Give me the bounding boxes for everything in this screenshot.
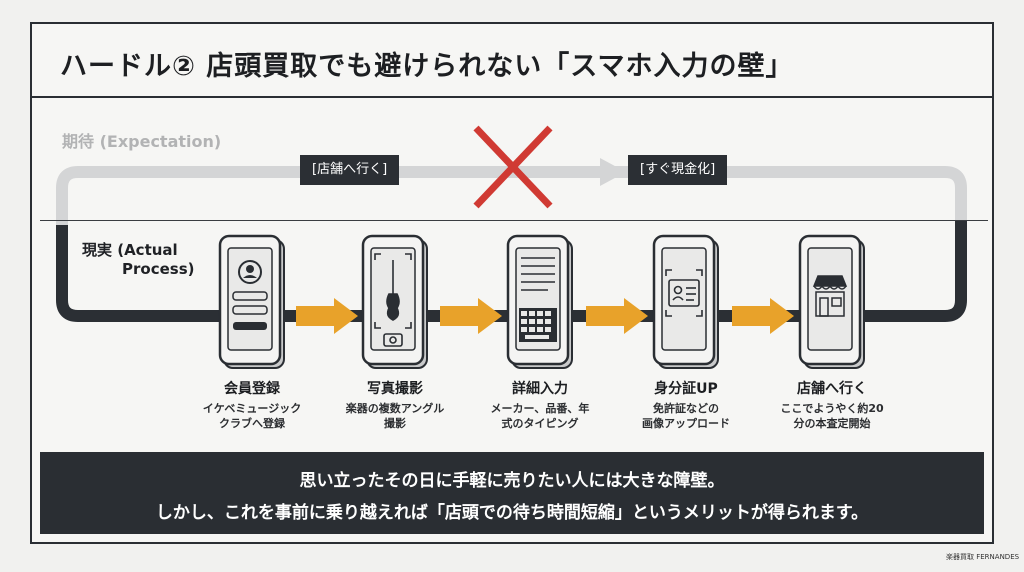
cross-icon (473, 125, 553, 209)
expectation-arrowhead (600, 158, 626, 186)
step-title: 詳細入力 (512, 381, 568, 397)
phone-id-upload (652, 234, 719, 369)
process-arrow (296, 298, 358, 334)
step-desc-line1: メーカー、品番、年 (490, 402, 590, 415)
step-desc-line2: 画像アップロード (642, 417, 730, 430)
process-arrow (440, 298, 502, 334)
profile-form-icon (232, 260, 268, 330)
step-title: 身分証UP (654, 381, 718, 397)
id-card-icon (665, 269, 703, 317)
reality-label: 現実 (Actual Process) (82, 241, 194, 279)
phone-register (218, 234, 285, 369)
step-desc-line2: クラブへ登録 (219, 417, 285, 430)
phone-store (798, 234, 865, 369)
summary-line1: 思い立ったその日に手軽に売りたい人には大きな障壁。 (299, 471, 725, 491)
summary-line2: しかし、これを事前に乗り越えれば「店頭での待ち時間短縮」というメリットが得られま… (155, 503, 869, 523)
title-divider (30, 96, 994, 98)
summary-banner: 思い立ったその日に手軽に売りたい人には大きな障壁。 しかし、これを事前に乗り越え… (40, 452, 984, 534)
expectation-box-store: [店舗へ行く] (300, 155, 400, 185)
step-details: 詳細入力 メーカー、品番、年 式のタイピング (460, 378, 620, 431)
step-id-upload: 身分証UP 免許証などの 画像アップロード (606, 378, 766, 431)
storefront-icon (812, 275, 848, 317)
reality-label-line1: 現実 (Actual (82, 241, 178, 259)
brand-logo: 楽器買取 FERNANDES (946, 553, 1020, 561)
phone-photo (361, 234, 428, 369)
page-title: ハードル② 店頭買取でも避けられない「スマホ入力の壁」 (60, 51, 794, 82)
keyboard-form-icon (519, 257, 557, 342)
step-desc-line2: 式のタイピング (501, 417, 579, 430)
guitar-camera-icon (374, 253, 412, 347)
step-desc-line1: 免許証などの (653, 402, 719, 415)
step-store: 店舗へ行く ここでようやく約20 分の本査定開始 (752, 378, 912, 431)
step-desc-line2: 撮影 (384, 417, 406, 430)
step-desc-line1: ここでようやく約20 (780, 402, 884, 415)
step-desc-line1: イケベミュージック (202, 402, 302, 415)
expectation-reality-divider (40, 220, 988, 221)
step-desc-line2: 分の本査定開始 (793, 417, 871, 430)
reality-label-line2: Process) (122, 260, 195, 278)
step-desc-line1: 楽器の複数アングル (345, 402, 445, 415)
process-arrow (586, 298, 648, 334)
step-title: 写真撮影 (367, 381, 423, 397)
expectation-box-cash: [すぐ現金化] (628, 155, 728, 185)
step-title: 店舗へ行く (797, 381, 867, 397)
phone-details (506, 234, 573, 369)
expectation-label: 期待 (Expectation) (62, 132, 222, 151)
process-arrow (732, 298, 794, 334)
step-register: 会員登録 イケベミュージック クラブへ登録 (172, 378, 332, 431)
step-photo: 写真撮影 楽器の複数アングル 撮影 (315, 378, 475, 431)
step-title: 会員登録 (224, 381, 280, 397)
